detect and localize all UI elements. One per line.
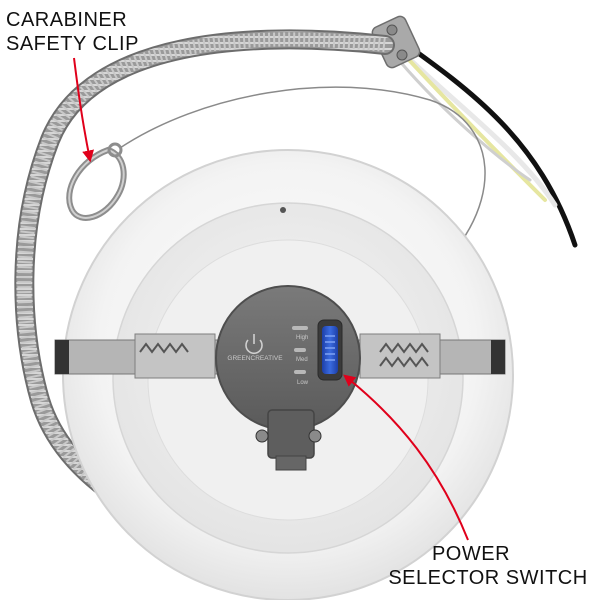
supply-wires <box>390 37 578 248</box>
power-label-line1: POWER <box>431 543 511 565</box>
carabiner-arrow <box>73 57 95 163</box>
carabiner-label-line1: CARABINER <box>6 9 128 31</box>
power-arrow <box>343 374 469 541</box>
carabiner-label: CARABINER SAFETY CLIP <box>6 8 139 56</box>
power-selector-label: POWER SELECTOR SWITCH <box>376 542 600 590</box>
power-icon <box>245 334 263 355</box>
carabiner-clip <box>66 142 127 221</box>
power-label-line2: SELECTOR SWITCH <box>388 567 588 589</box>
carabiner-label-line2: SAFETY CLIP <box>6 33 139 55</box>
driver-box: GREENCREATIVE High Med Low <box>215 285 361 471</box>
setting-med: Med <box>296 357 308 363</box>
setting-low: Low <box>297 380 309 386</box>
brand-text: GREENCREATIVE <box>227 355 283 362</box>
setting-high: High <box>296 335 308 341</box>
trim-screw <box>280 207 286 213</box>
power-selector-switch <box>317 319 343 381</box>
